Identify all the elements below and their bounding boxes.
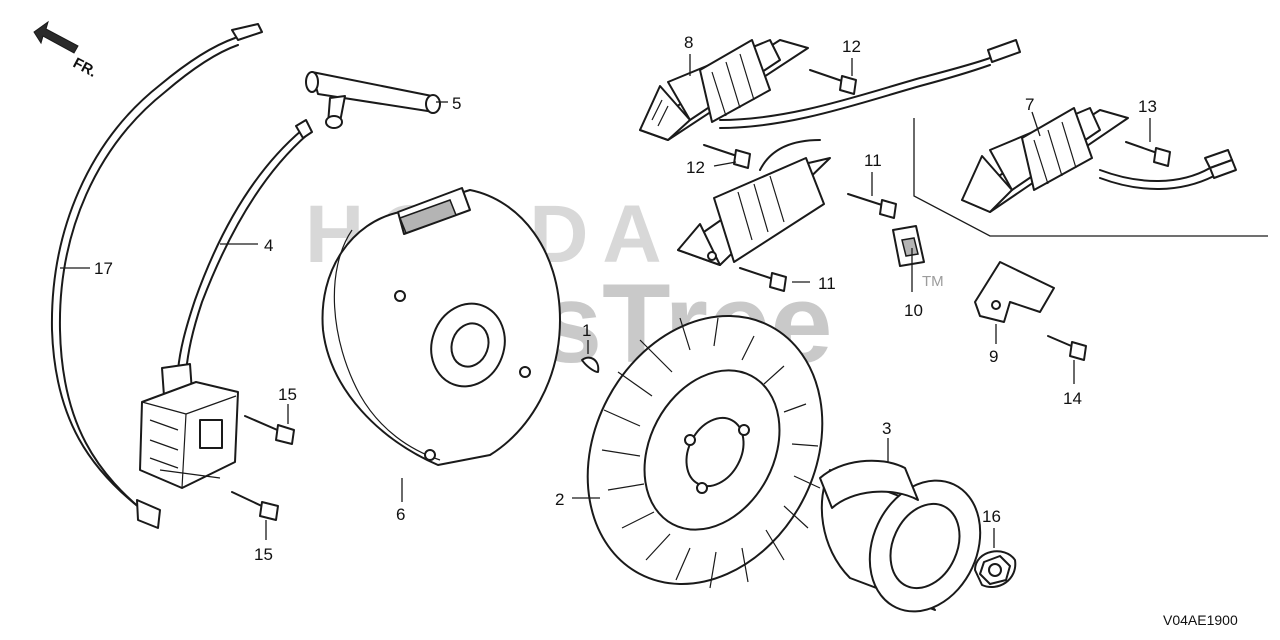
callout-14: 14	[1063, 389, 1082, 408]
part-15-bolts	[231, 415, 295, 521]
diagram-code: V04AE1900	[1163, 612, 1238, 628]
part-14-bolt	[1047, 335, 1087, 361]
callout-17: 17	[94, 259, 113, 278]
callout-11-lower: 11	[818, 274, 836, 293]
part-12-bolts	[703, 69, 857, 169]
callout-12-lower: 12	[686, 158, 705, 177]
callout-13: 13	[1138, 97, 1157, 116]
part-5-spark-plug-cap	[305, 71, 441, 129]
callout-11-upper: 11	[864, 151, 882, 170]
callout-15-upper: 15	[278, 385, 297, 404]
part-4-high-tension-cord	[177, 119, 313, 373]
front-label: FR.	[70, 55, 99, 81]
part-10-clip	[892, 225, 925, 267]
part-3-starter-pulley	[819, 459, 982, 613]
callout-8: 8	[684, 33, 693, 52]
ignition-coil	[139, 363, 239, 489]
part-9-bracket	[974, 261, 1055, 323]
front-direction-indicator: FR.	[33, 20, 99, 81]
callout-6: 6	[396, 505, 405, 524]
callout-2: 2	[555, 490, 564, 509]
callout-16: 16	[982, 507, 1001, 526]
callout-10: 10	[904, 301, 923, 320]
leader-lines	[60, 54, 1151, 548]
part-1-key	[581, 356, 600, 373]
part-2-cooling-fan	[586, 315, 824, 589]
part-7-alternate-coil	[961, 107, 1237, 213]
part-16-nut	[974, 550, 1017, 588]
part-6-flywheel	[321, 187, 561, 466]
exciter-coil	[677, 139, 831, 266]
callout-3: 3	[882, 419, 891, 438]
part-17-stop-wire	[50, 23, 263, 529]
callout-9: 9	[989, 347, 998, 366]
callout-7: 7	[1025, 95, 1034, 114]
part-8-charge-coil	[639, 39, 1021, 141]
callout-5: 5	[452, 94, 461, 113]
callout-15-lower: 15	[254, 545, 273, 564]
inset-frame	[913, 118, 1268, 237]
callout-4: 4	[264, 236, 273, 255]
part-11-bolts	[739, 193, 897, 292]
callout-12-upper: 12	[842, 37, 861, 56]
part-13-bolt	[1125, 141, 1171, 167]
watermark-tm: TM	[922, 273, 944, 290]
callouts: 1 2 3 4 5 6 7 8 9 10 11 11 12 12 13 14 1…	[94, 33, 1157, 564]
callout-1: 1	[582, 321, 591, 340]
front-arrow-icon	[33, 20, 79, 54]
